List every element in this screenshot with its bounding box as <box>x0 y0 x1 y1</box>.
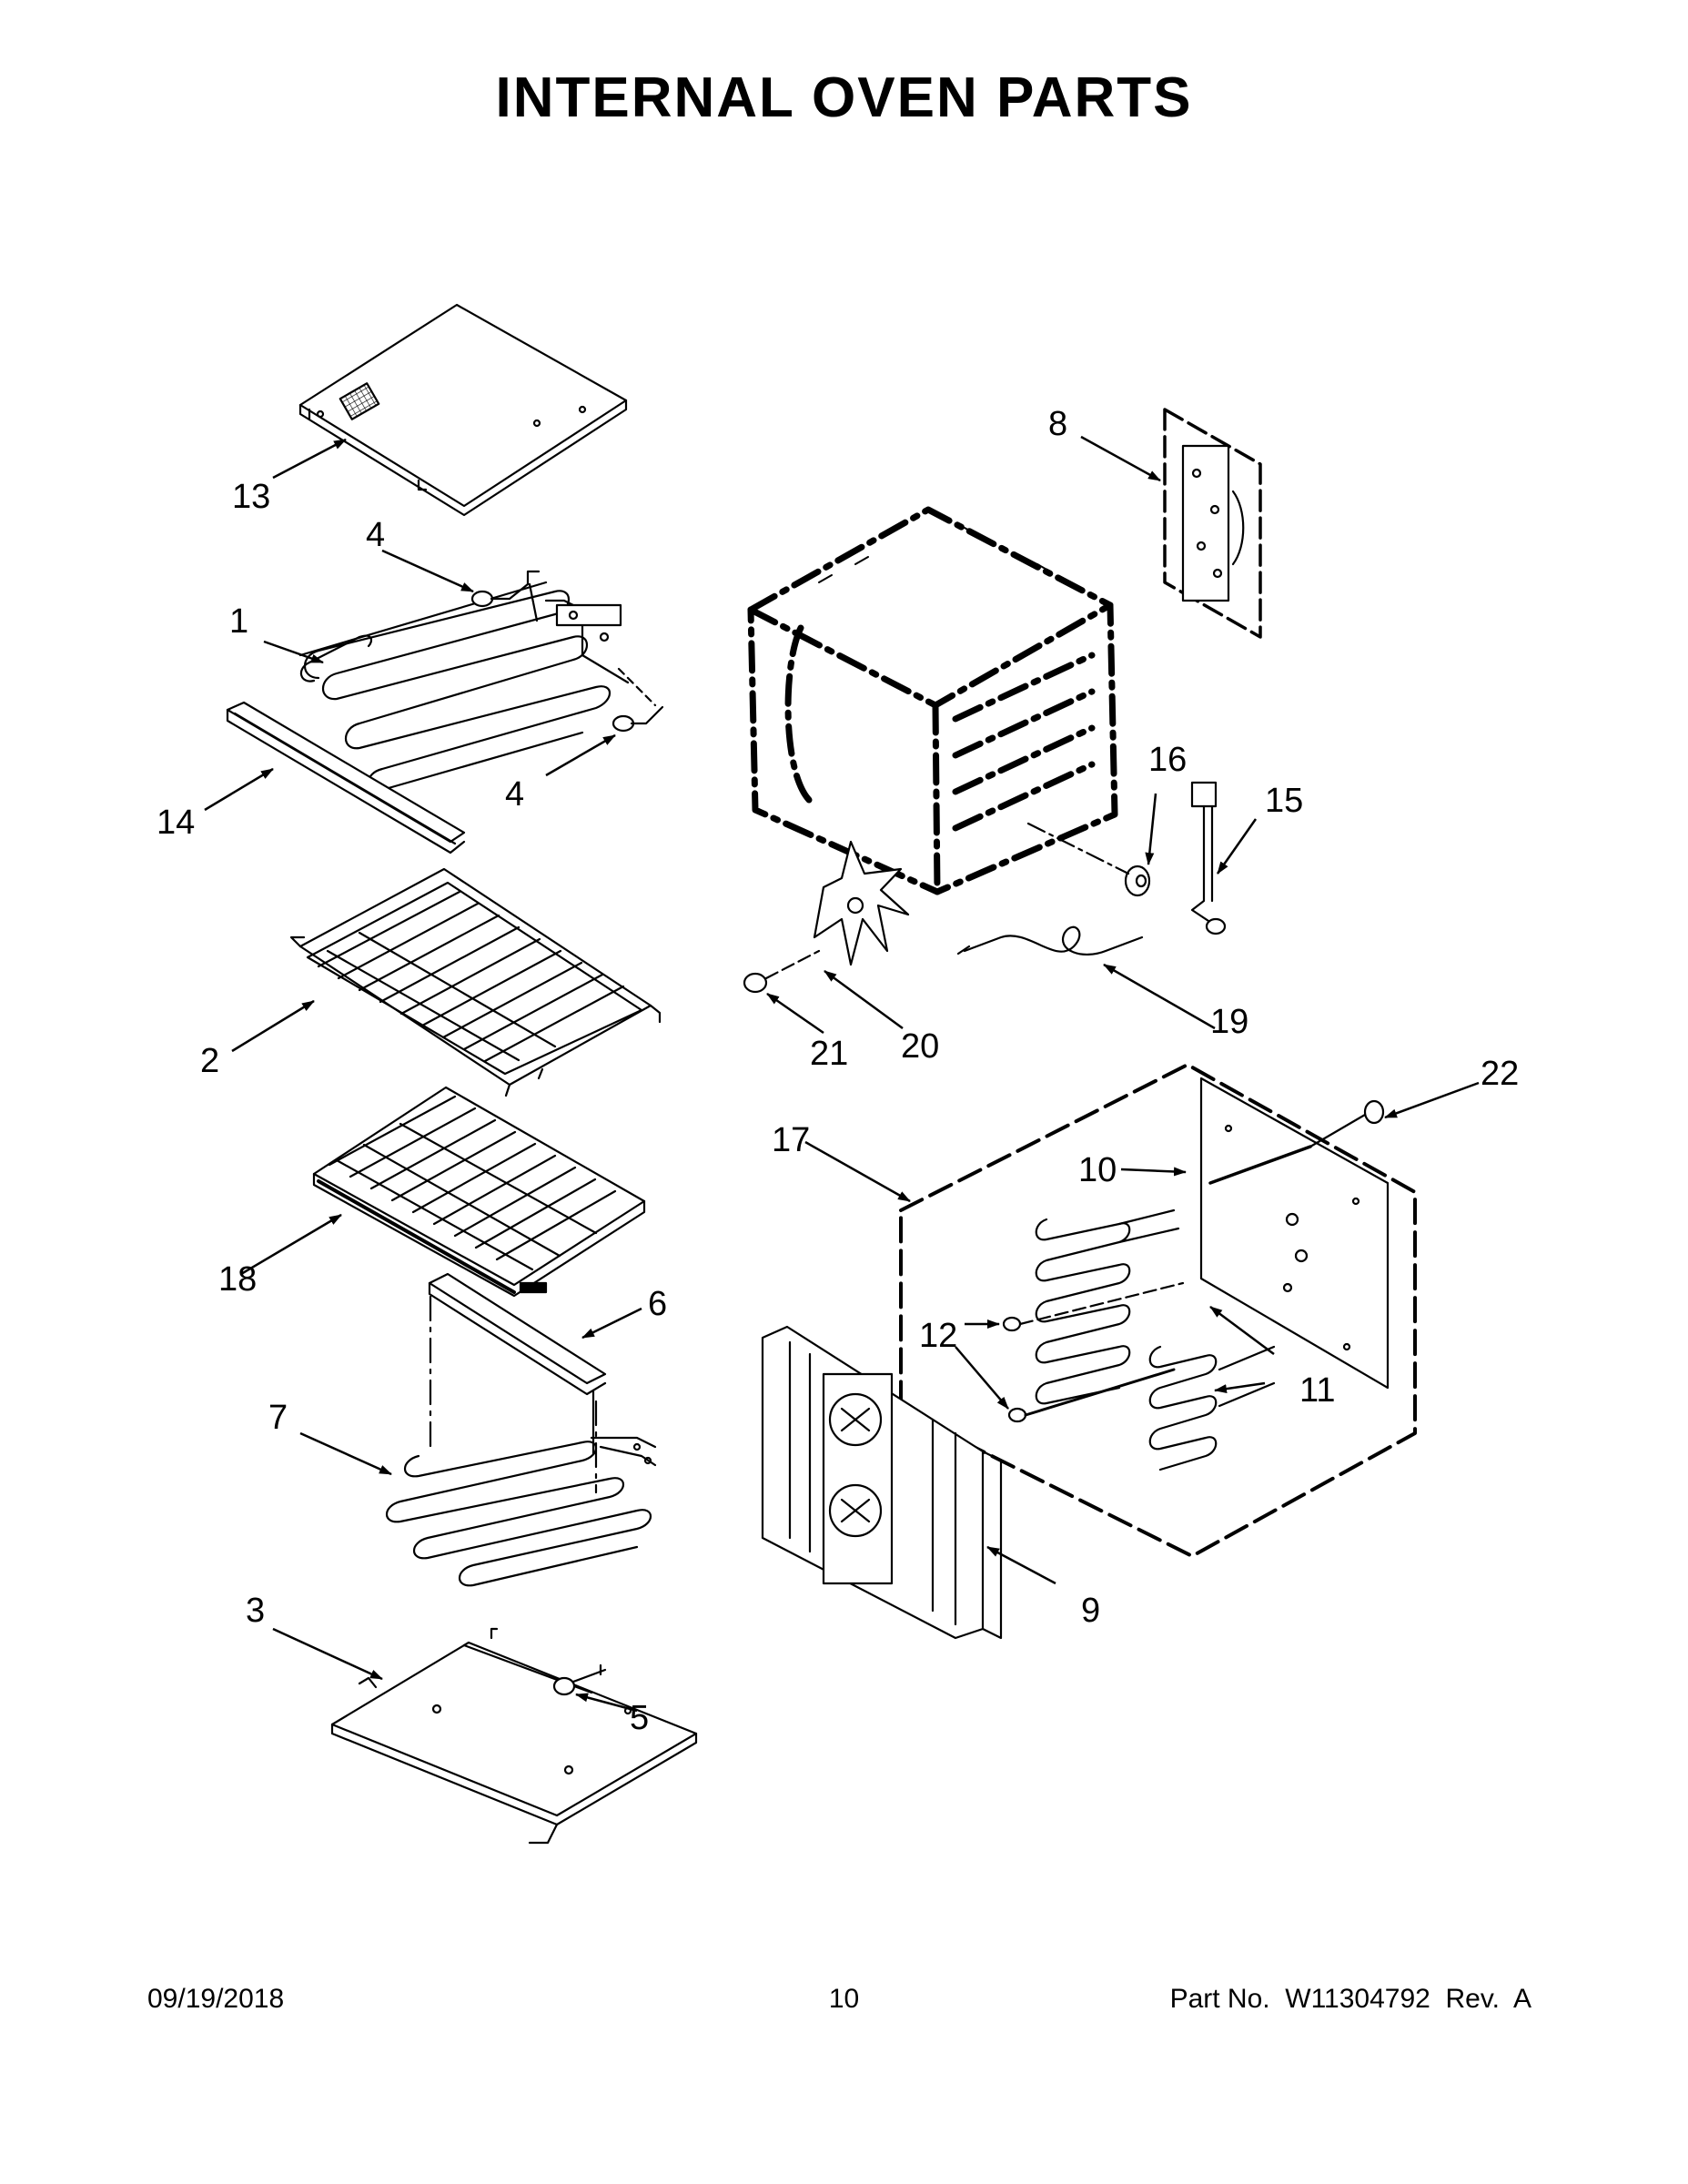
callout-17: 17 <box>772 1121 810 1159</box>
callout-12: 12 <box>919 1317 957 1355</box>
callout-15: 15 <box>1265 782 1303 820</box>
callout-2: 2 <box>200 1042 219 1080</box>
part-12-screws <box>1002 1281 1185 1423</box>
part-19-probe <box>956 925 1144 956</box>
part-20-convection-fan <box>813 840 910 966</box>
callout-4-lower: 4 <box>505 775 524 814</box>
footer-part-number: Part No. W11304792 Rev. A <box>1169 1984 1531 2014</box>
callout-10: 10 <box>1078 1151 1117 1189</box>
part-6-bake-shield <box>428 1272 607 1494</box>
part-4-screw-upper <box>470 570 541 622</box>
callout-9: 9 <box>1081 1592 1100 1630</box>
part-16-nut <box>1026 822 1151 897</box>
callout-11: 11 <box>1299 1371 1335 1410</box>
part-1-broil-element <box>298 581 630 792</box>
footer-page-number: 10 <box>828 1984 860 2014</box>
callout-20: 20 <box>901 1027 939 1066</box>
callout-19: 19 <box>1210 1003 1248 1041</box>
callout-4-upper: 4 <box>366 516 385 554</box>
part-18-rollout-rack <box>312 1086 646 1298</box>
part-4-screw-lower <box>612 667 664 733</box>
callout-16: 16 <box>1148 741 1187 779</box>
part-2-oven-rack <box>289 867 662 1097</box>
page-title: INTERNAL OVEN PARTS <box>495 66 1193 129</box>
callout-13: 13 <box>232 478 270 516</box>
footer-date: 09/19/2018 <box>147 1984 285 2014</box>
part-22-screw <box>1208 1099 1385 1185</box>
part-15-sensor <box>1190 781 1227 935</box>
part-8-control-board <box>1163 408 1262 639</box>
part-10-fan-cover <box>1199 1077 1390 1390</box>
callout-8: 8 <box>1048 405 1067 443</box>
part-11-convection-elements <box>1035 1208 1276 1471</box>
callout-7: 7 <box>268 1399 288 1437</box>
callout-21: 21 <box>810 1035 848 1073</box>
part-5-screw <box>552 1663 607 1696</box>
callout-1: 1 <box>229 602 248 641</box>
callout-14: 14 <box>157 804 195 842</box>
part-17-convection-kit <box>899 1063 1417 1558</box>
part-14-front-trim <box>226 701 466 854</box>
oven-cavity-assembly <box>747 506 1118 895</box>
callout-5: 5 <box>630 1699 649 1737</box>
part-13-top-panel <box>298 303 628 517</box>
callout-6: 6 <box>648 1285 667 1323</box>
callout-3: 3 <box>246 1592 265 1630</box>
part-7-bake-element <box>385 1436 657 1587</box>
cavity-detail-marks <box>818 527 1051 583</box>
part-21-fan-nut <box>743 949 821 994</box>
callout-18: 18 <box>218 1260 257 1299</box>
part-9-fan-housing <box>761 1325 1003 1640</box>
callout-22: 22 <box>1481 1055 1519 1093</box>
